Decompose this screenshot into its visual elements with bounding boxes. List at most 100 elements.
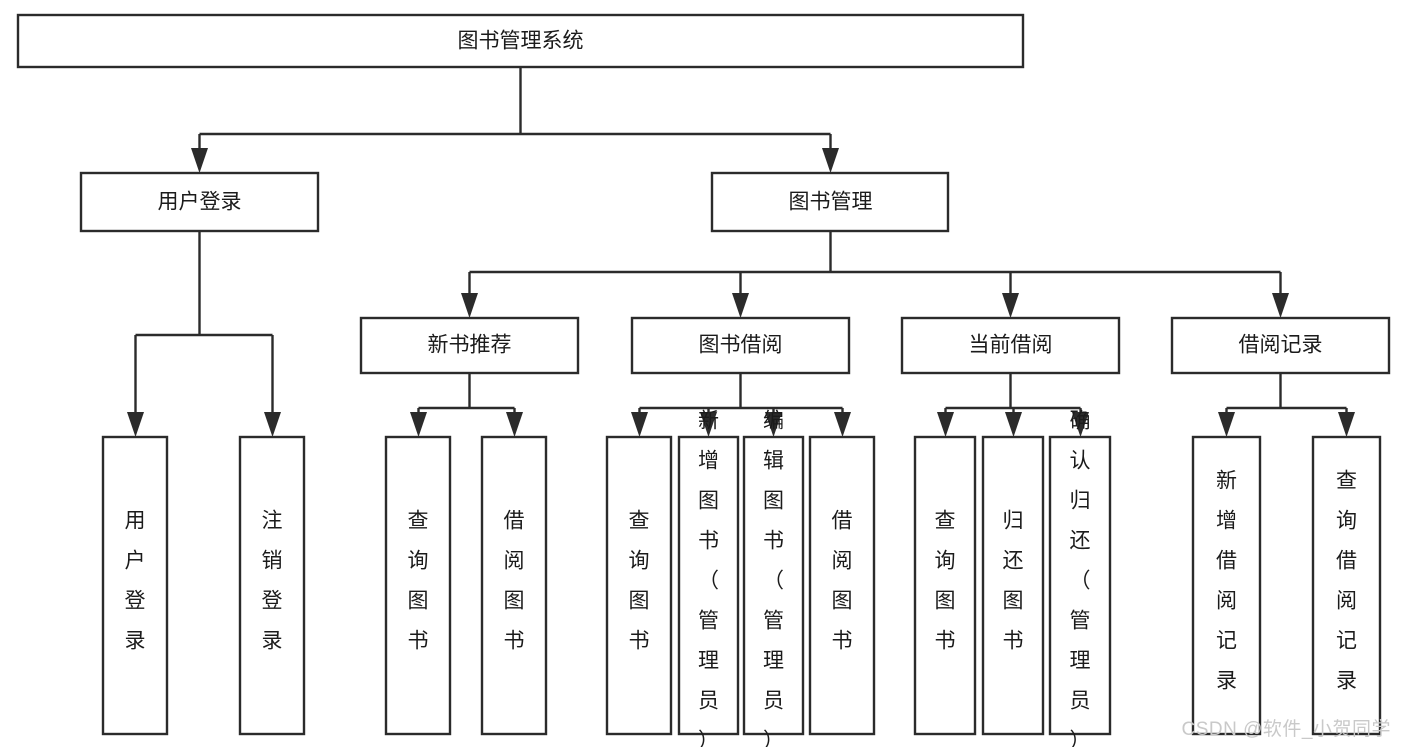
leaf-label-glyph: 查 — [1336, 470, 1357, 493]
leaf-node-box[interactable] — [1191, 435, 1262, 736]
leaf-node[interactable]: 借阅图书 — [808, 435, 876, 736]
leaf-label-glyph: 书 — [832, 630, 853, 653]
node-user-login-label: 用户登录 — [158, 191, 242, 214]
leaf-label-glyph: 员 — [763, 690, 784, 713]
leaf-label-glyph: 查 — [935, 510, 956, 533]
leaf-label-glyph: 书 — [629, 630, 650, 653]
node-book-manage-label: 图书管理 — [789, 191, 873, 214]
arrowhead-leaf-edit-book — [765, 412, 782, 437]
node-new-book-recommend[interactable]: 新书推荐 — [359, 316, 580, 375]
node-book-borrow-box[interactable] — [630, 316, 851, 375]
node-book-borrow[interactable]: 图书借阅 — [630, 316, 851, 375]
leaf-node-box[interactable] — [808, 435, 876, 736]
leaf-node-box[interactable] — [238, 435, 306, 736]
leaf-node[interactable]: 注销登录 — [238, 435, 306, 736]
leaf-label-glyph: 用 — [125, 510, 146, 533]
leaf-label-glyph: 员 — [698, 690, 719, 713]
leaf-node-box[interactable] — [1311, 435, 1382, 736]
leaf-label-glyph: 询 — [629, 550, 650, 573]
leaf-node-box[interactable] — [605, 435, 673, 736]
leaf-node[interactable]: 借阅图书 — [480, 435, 548, 736]
leaf-label-glyph: 询 — [1336, 510, 1357, 533]
leaf-node-box[interactable] — [384, 435, 452, 736]
leaf-label-glyph: 增 — [1216, 510, 1237, 533]
node-root[interactable]: 图书管理系统 — [16, 13, 1025, 69]
leaf-label-glyph: 图 — [408, 590, 429, 613]
leaf-label-glyph: 理 — [698, 650, 719, 673]
leaf-label-glyph: 阅 — [1336, 590, 1357, 613]
arrowhead-new-book-recommend — [461, 293, 478, 318]
leaf-node[interactable]: 查询图书 — [913, 435, 977, 736]
leaf-node-label: 借阅图书 — [504, 510, 525, 653]
leaf-node[interactable]: 查询借阅记录 — [1311, 435, 1382, 736]
leaf-label-glyph: 管 — [763, 610, 784, 633]
leaf-label-glyph: 阅 — [504, 550, 525, 573]
node-current-borrow-box[interactable] — [900, 316, 1121, 375]
leaf-label-glyph: 理 — [1070, 650, 1091, 673]
leaf-node[interactable]: 用户登录 — [101, 435, 169, 736]
arrowhead-user-login — [191, 148, 208, 173]
leaf-label-glyph: 还 — [1003, 550, 1024, 573]
leaf-label-glyph: 编 — [763, 410, 784, 433]
leaf-label-glyph: 图 — [763, 490, 784, 513]
leaf-label-glyph: 查 — [629, 510, 650, 533]
node-user-login[interactable]: 用户登录 — [79, 171, 320, 233]
leaf-node[interactable]: 归还图书 — [981, 435, 1045, 736]
leaf-label-glyph: （ — [698, 570, 719, 593]
leaf-node-box[interactable] — [742, 435, 805, 736]
leaf-node-label: 新增借阅记录 — [1216, 470, 1237, 693]
leaf-node-label: 查询图书 — [408, 510, 429, 653]
node-root-box[interactable] — [16, 13, 1025, 69]
leaf-label-glyph: 图 — [935, 590, 956, 613]
leaf-label-glyph: 归 — [1003, 510, 1024, 533]
leaf-node[interactable]: 新增图书（管理员） — [677, 410, 740, 747]
node-borrow-record-box[interactable] — [1170, 316, 1391, 375]
node-user-login-box[interactable] — [79, 171, 320, 233]
leaf-label-glyph: ） — [1070, 730, 1091, 747]
arrowhead-book-manage — [822, 148, 839, 173]
leaf-node-box[interactable] — [981, 435, 1045, 736]
leaf-label-glyph: 询 — [935, 550, 956, 573]
node-book-manage-box[interactable] — [710, 171, 950, 233]
arrowhead-leaf-add-borrow-record — [1218, 412, 1235, 437]
leaf-node-label: 注销登录 — [262, 510, 283, 653]
node-book-manage[interactable]: 图书管理 — [710, 171, 950, 233]
leaf-label-glyph: （ — [763, 570, 784, 593]
leaf-node[interactable]: 查询图书 — [605, 435, 673, 736]
node-new-book-recommend-label: 新书推荐 — [428, 334, 512, 357]
leaf-node[interactable]: 查询图书 — [384, 435, 452, 736]
connector-group-book-borrow — [631, 373, 851, 437]
node-new-book-recommend-box[interactable] — [359, 316, 580, 375]
leaf-label-glyph: （ — [1070, 570, 1091, 593]
arrowhead-leaf-query-book-borrow — [631, 412, 648, 437]
leaf-label-glyph: 书 — [698, 530, 719, 553]
leaf-node-box[interactable] — [101, 435, 169, 736]
leaf-label-glyph: 书 — [763, 530, 784, 553]
leaf-node-box[interactable] — [480, 435, 548, 736]
connector-group-new-book-recommend — [410, 373, 523, 437]
node-root-label: 图书管理系统 — [458, 30, 584, 53]
leaf-label-glyph: 增 — [698, 450, 719, 473]
leaf-label-glyph: 录 — [1216, 670, 1237, 693]
leaf-node[interactable]: 新增借阅记录 — [1191, 435, 1262, 736]
leaf-node-label: 新增图书（管理员） — [698, 410, 719, 747]
connector-group-root — [191, 67, 839, 173]
leaf-node[interactable]: 编辑图书（管理员） — [742, 410, 805, 747]
arrowhead-leaf-logout — [264, 412, 281, 437]
node-borrow-record[interactable]: 借阅记录 — [1170, 316, 1391, 375]
node-current-borrow[interactable]: 当前借阅 — [900, 316, 1121, 375]
arrowhead-leaf-borrow-book — [834, 412, 851, 437]
leaf-node[interactable]: 确认归还（管理员） — [1048, 410, 1112, 747]
node-borrow-record-label: 借阅记录 — [1239, 334, 1323, 357]
leaf-label-glyph: 书 — [408, 630, 429, 653]
leaf-label-glyph: 图 — [1003, 590, 1024, 613]
leaf-node-label: 编辑图书（管理员） — [763, 410, 784, 747]
leaf-node-box[interactable] — [1048, 435, 1112, 736]
leaf-node-label: 查询图书 — [629, 510, 650, 653]
leaf-label-glyph: 询 — [408, 550, 429, 573]
leaf-label-glyph: 记 — [1336, 630, 1357, 653]
leaf-node-box[interactable] — [913, 435, 977, 736]
leaf-node-box[interactable] — [677, 435, 740, 736]
watermark: CSDN @软件_小贺同学 — [1181, 719, 1391, 740]
leaf-label-glyph: 管 — [698, 610, 719, 633]
